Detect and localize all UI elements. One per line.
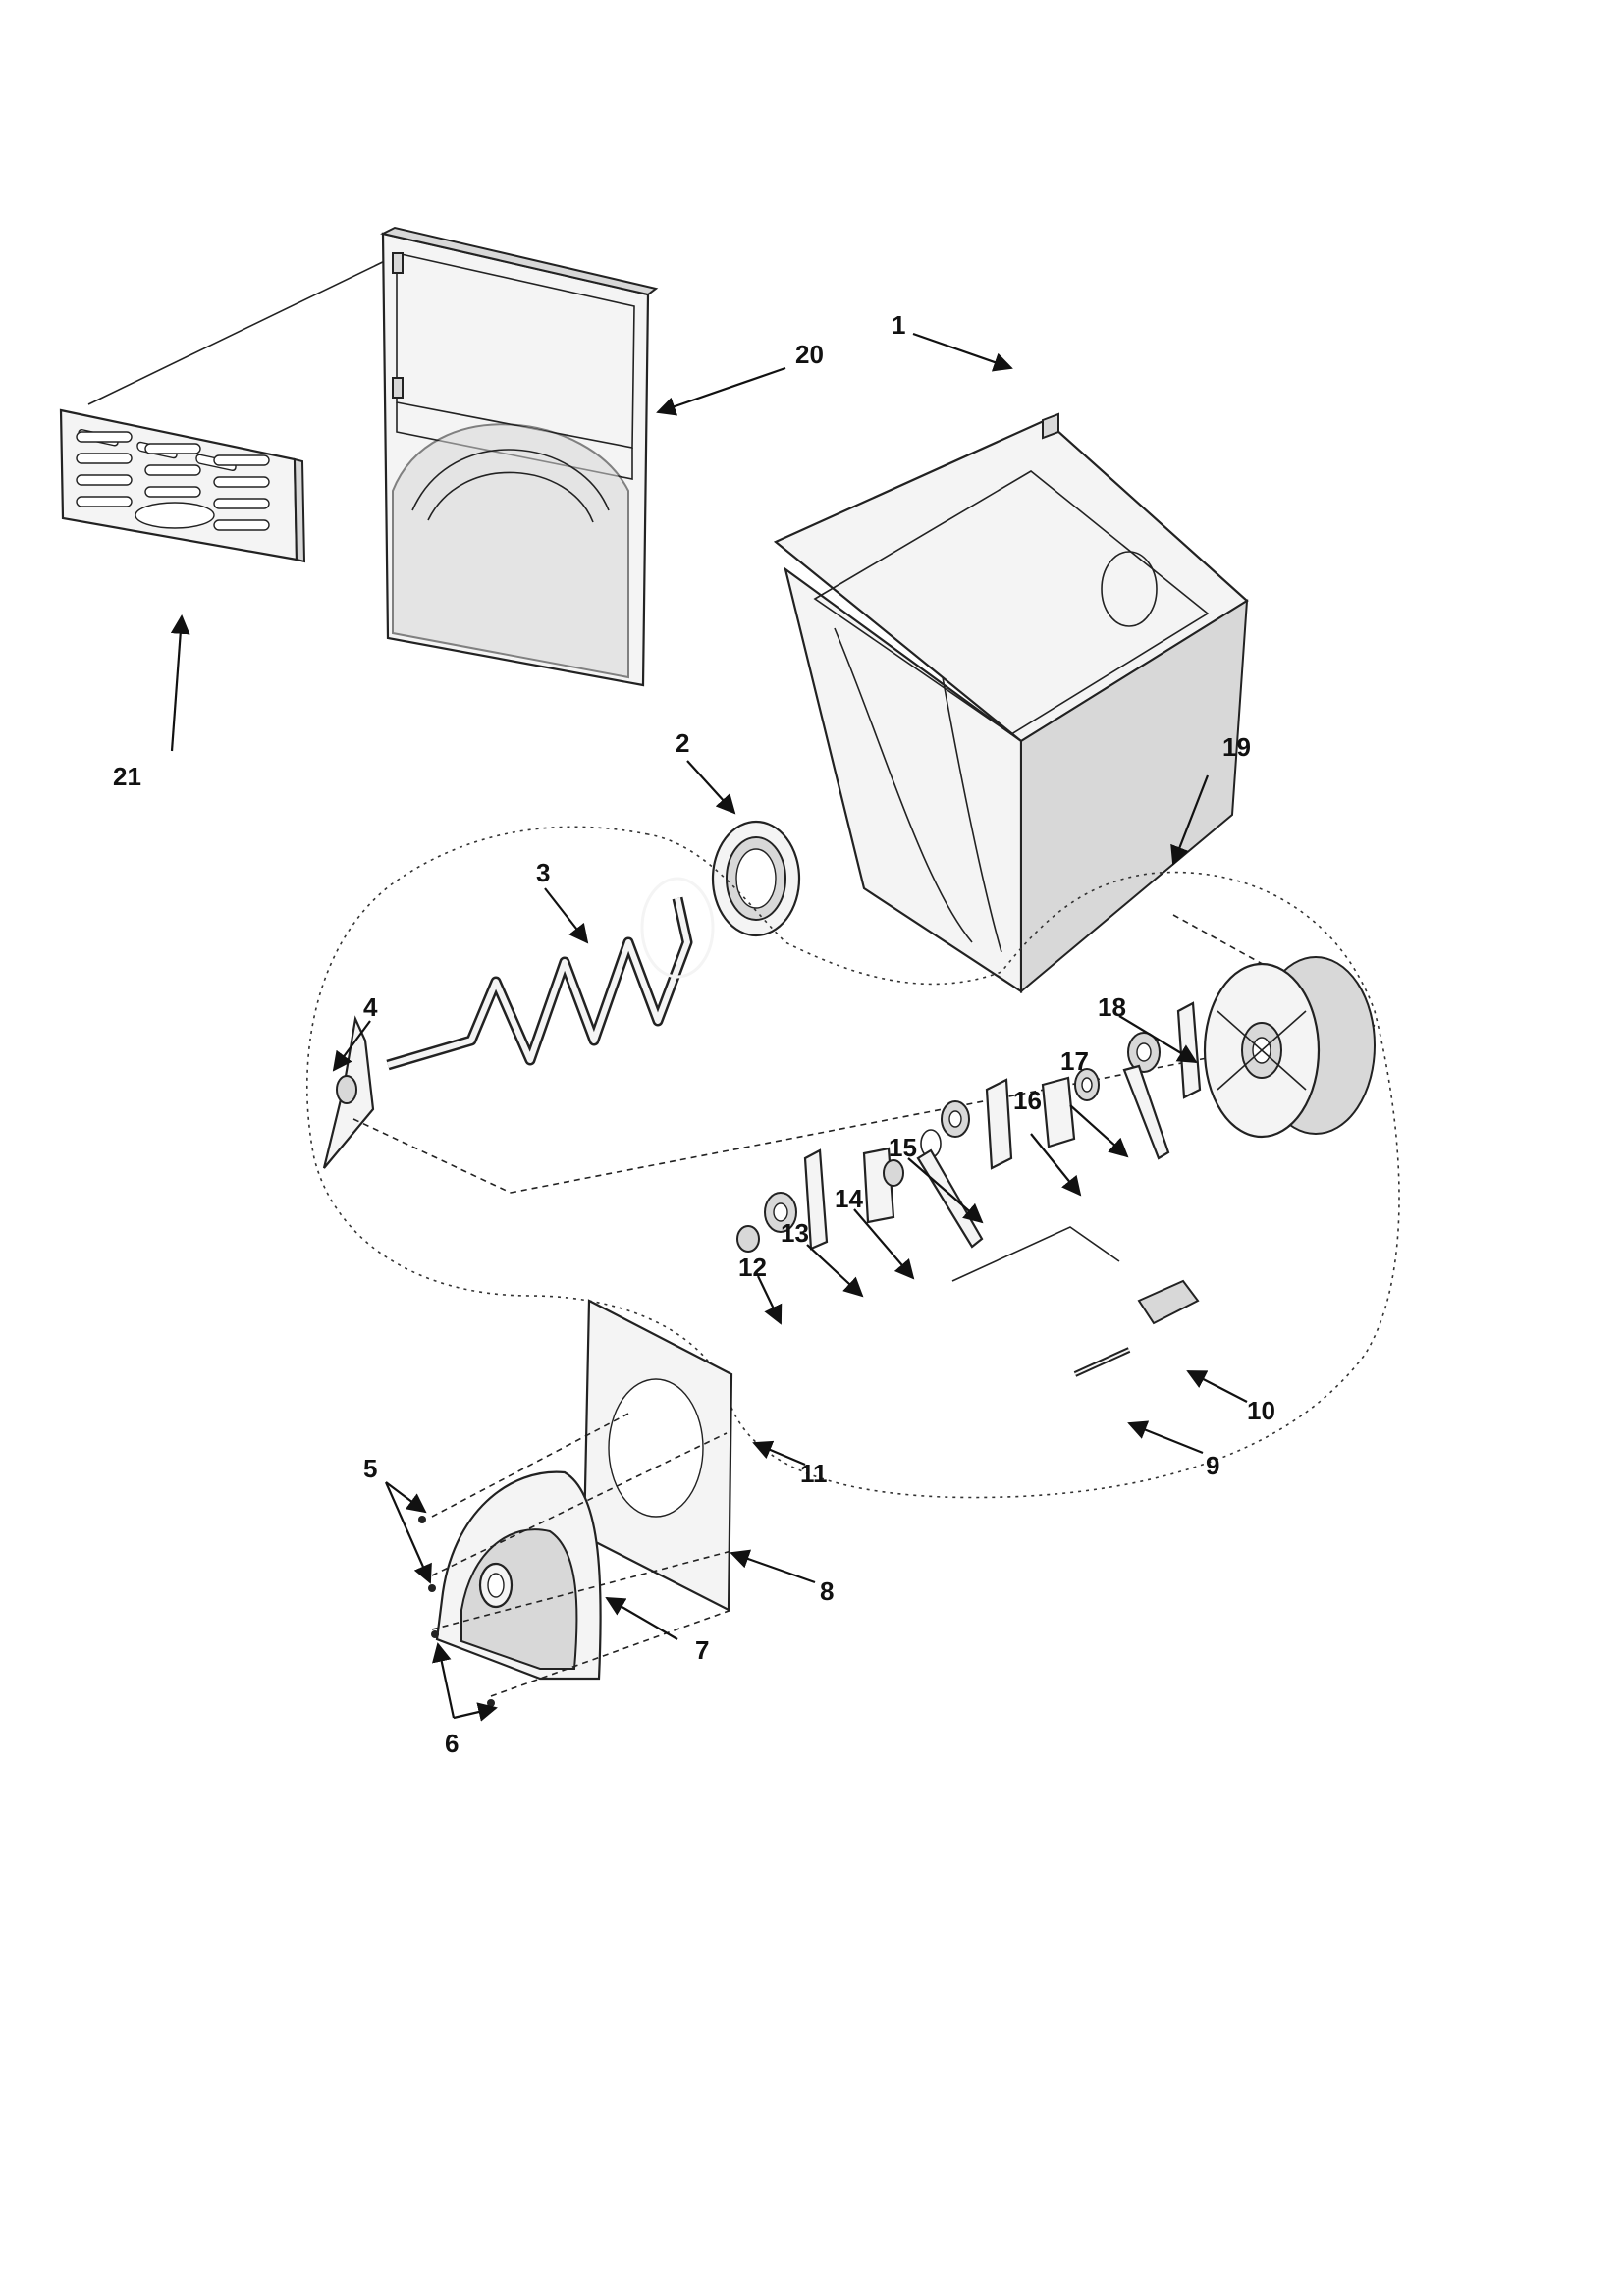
callout-20: 20 xyxy=(795,340,824,369)
callout-10: 10 xyxy=(1247,1396,1275,1425)
part-18-drive-cup xyxy=(1203,956,1376,1139)
callout-21: 21 xyxy=(113,762,141,791)
part-17-bearing xyxy=(1127,1032,1161,1073)
part-3-auger xyxy=(386,877,715,1071)
part-9-pin xyxy=(1073,1347,1131,1377)
part-11-nut xyxy=(736,1225,760,1253)
part-5-screw xyxy=(418,1516,436,1592)
callout-15: 15 xyxy=(889,1133,917,1162)
callout-6: 6 xyxy=(445,1729,459,1758)
callout-labels: 21 20 1 2 19 3 4 18 17 16 15 14 13 12 11… xyxy=(113,310,1275,1758)
part-15-stationary-blade xyxy=(985,1001,1202,1170)
callout-1: 1 xyxy=(892,310,905,340)
part-21-grille xyxy=(59,408,306,563)
callout-11: 11 xyxy=(800,1459,828,1488)
callout-16: 16 xyxy=(1013,1086,1042,1115)
part-20-front-panel xyxy=(380,226,659,687)
part-19-assembly-outline xyxy=(306,826,1400,1499)
callout-2: 2 xyxy=(676,728,689,758)
part-8-mounting-plate xyxy=(582,1299,733,1612)
part-16-spacer xyxy=(1074,1068,1100,1101)
leader-lines xyxy=(170,332,1248,1722)
callout-8: 8 xyxy=(820,1576,834,1606)
callout-5: 5 xyxy=(363,1454,377,1483)
callout-4: 4 xyxy=(363,992,378,1022)
part-2-bearing xyxy=(711,820,801,937)
callout-7: 7 xyxy=(695,1635,709,1665)
part-12-bearing xyxy=(764,1192,797,1233)
callout-14: 14 xyxy=(835,1184,863,1213)
part-1-ice-bucket xyxy=(773,412,1249,994)
callout-18: 18 xyxy=(1098,992,1126,1022)
callout-9: 9 xyxy=(1206,1451,1219,1480)
callout-13: 13 xyxy=(781,1218,809,1248)
part-7-housing xyxy=(435,1470,602,1681)
callout-17: 17 xyxy=(1060,1046,1089,1076)
callout-12: 12 xyxy=(738,1253,767,1282)
part-13-blade xyxy=(803,1147,904,1251)
part-4-blade xyxy=(322,1015,375,1169)
callout-3: 3 xyxy=(536,858,550,887)
part-10-retainer xyxy=(1137,1279,1200,1325)
callout-19: 19 xyxy=(1222,732,1251,762)
